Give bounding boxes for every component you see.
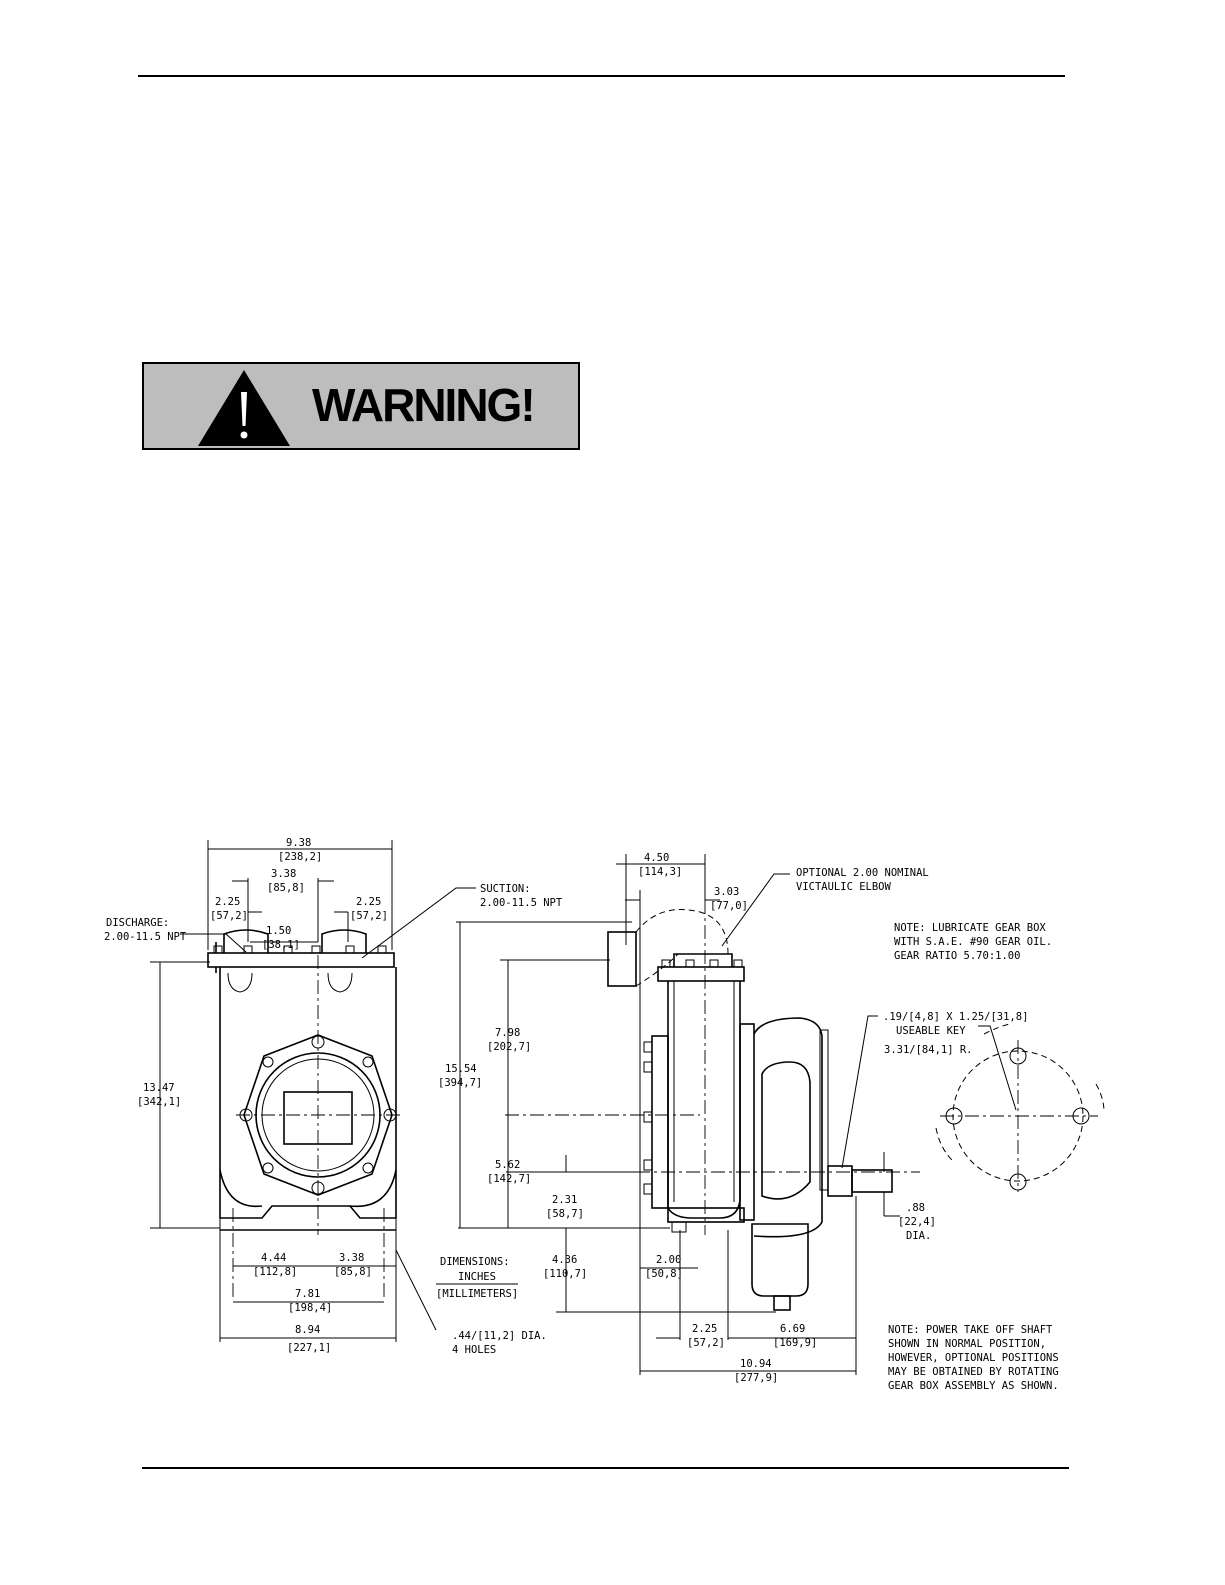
pto-note: NOTE: POWER TAKE OFF SHAFT SHOWN IN NORM… [888,1324,1059,1392]
warning-triangle-icon [198,370,290,446]
legend-title: DIMENSIONS: [440,1256,510,1268]
dim-base-overall: 8.94 [295,1324,320,1336]
pto-note-line-2: SHOWN IN NORMAL POSITION, [888,1338,1046,1350]
dim-shaft-dia-label: DIA. [906,1230,931,1242]
pto-note-line-4: MAY BE OBTAINED BY ROTATING [888,1366,1059,1378]
gear-note: NOTE: LUBRICATE GEAR BOX WITH S.A.E. #90… [894,922,1052,962]
key-label: USEABLE KEY [896,1025,966,1037]
dim-upper-height: 7.98 [495,1027,520,1039]
key-callout: .19/[4,8] X 1.25/[31,8] [883,1011,1028,1023]
front-view-labels: 9.38 [238,2] 3.38 [85,8] 2.25 [57,2] 2.2… [104,837,563,1356]
dim-base-depth: 2.25 [692,1323,717,1335]
dim-upper-height-mm: [202,7] [487,1041,531,1053]
gear-note-line-1: NOTE: LUBRICATE GEAR BOX [894,922,1046,934]
dim-shaft-dia-mm: [22,4] [898,1216,936,1228]
pto-note-line-3: HOWEVER, OPTIONAL POSITIONS [888,1352,1059,1364]
dim-shaft-dia: .88 [906,1202,925,1214]
legend-millimeters: [MILLIMETERS] [436,1288,518,1300]
dim-hole-span: 7.81 [295,1288,320,1300]
dim-overall-length: 10.94 [740,1358,772,1370]
discharge-thread: 2.00-11.5 NPT [104,931,187,943]
dim-elbow-offset: 3.03 [714,886,739,898]
dim-left-flange: 2.25 [215,896,240,908]
dim-base-left-mm: [112,8] [253,1266,297,1278]
side-view-labels: 4.50 [114,3] 3.03 [77,0] OPTIONAL 2.00 N… [438,852,1028,1384]
gear-note-line-3: GEAR RATIO 5.70:1.00 [894,950,1020,962]
suction-thread: 2.00-11.5 NPT [480,897,563,909]
dim-left-flange-mm: [57,2] [210,910,248,922]
dim-shaft-reach: 6.69 [780,1323,805,1335]
dim-flange-span: 3.38 [271,868,296,880]
dim-height-mm: [342,1] [137,1096,181,1108]
dim-center-gap: 1.50 [266,925,291,937]
dim-overall-height: 15.54 [445,1063,477,1075]
dim-base-left: 4.44 [261,1252,286,1264]
footer-rule [142,1467,1069,1469]
dim-hole-span-mm: [198,4] [288,1302,332,1314]
dim-top-width-mm: [114,3] [638,866,682,878]
discharge-label: DISCHARGE: [106,917,169,929]
dim-drop-mm: [110,7] [543,1268,587,1280]
dim-lower-height: 5.62 [495,1159,520,1171]
dim-shaft-height-mm: [58,7] [546,1208,584,1220]
legend-inches: INCHES [458,1271,496,1283]
dim-base-overall-mm: [227,1] [287,1342,331,1354]
dim-shaft-height: 2.31 [552,1194,577,1206]
bolt-circle-radius: 3.31/[84,1] R. [884,1044,973,1056]
warning-label: WARNING! [312,379,536,431]
dim-drop: 4.36 [552,1254,577,1266]
dim-overall-height-mm: [394,7] [438,1077,482,1089]
holes-callout: .44/[11,2] DIA. [452,1330,547,1342]
dimension-legend: DIMENSIONS: INCHES [MILLIMETERS] [436,1256,518,1300]
dim-base-depth-mm: [57,2] [687,1337,725,1349]
dim-flange-span-mm: [85,8] [267,882,305,894]
gear-note-line-2: WITH S.A.E. #90 GEAR OIL. [894,936,1052,948]
elbow-type: VICTAULIC ELBOW [796,881,892,893]
dim-top-width: 4.50 [644,852,669,864]
elbow-callout: OPTIONAL 2.00 NOMINAL [796,867,929,879]
pto-note-line-1: NOTE: POWER TAKE OFF SHAFT [888,1324,1053,1336]
side-view [456,854,920,1375]
dim-elbow-offset-mm: [77,0] [710,900,748,912]
pump-dimension-drawing: 9.38 [238,2] 3.38 [85,8] 2.25 [57,2] 2.2… [104,837,1105,1392]
bolt-circle-diagram: 3.31/[84,1] R. [884,1023,1105,1192]
dim-center-gap-mm: [38,1] [262,939,300,951]
dim-base-right-mm: [85,8] [334,1266,372,1278]
holes-count: 4 HOLES [452,1344,496,1356]
dim-right-flange: 2.25 [356,896,381,908]
dim-base-right: 3.38 [339,1252,364,1264]
dim-base-offset-mm: [50,8] [645,1268,683,1280]
dim-top-overall: 9.38 [286,837,311,849]
header-rule [138,75,1065,77]
warning-banner: WARNING! [142,362,580,450]
dim-overall-length-mm: [277,9] [734,1372,778,1384]
dim-shaft-reach-mm: [169,9] [773,1337,817,1349]
suction-label: SUCTION: [480,883,531,895]
front-view [150,840,476,1342]
dim-base-offset: 2.00 [656,1254,681,1266]
dim-top-overall-mm: [238,2] [278,851,322,863]
dim-lower-height-mm: [142,7] [487,1173,531,1185]
dim-right-flange-mm: [57,2] [350,910,388,922]
dim-height: 13.47 [143,1082,175,1094]
pto-note-line-5: GEAR BOX ASSEMBLY AS SHOWN. [888,1380,1059,1392]
